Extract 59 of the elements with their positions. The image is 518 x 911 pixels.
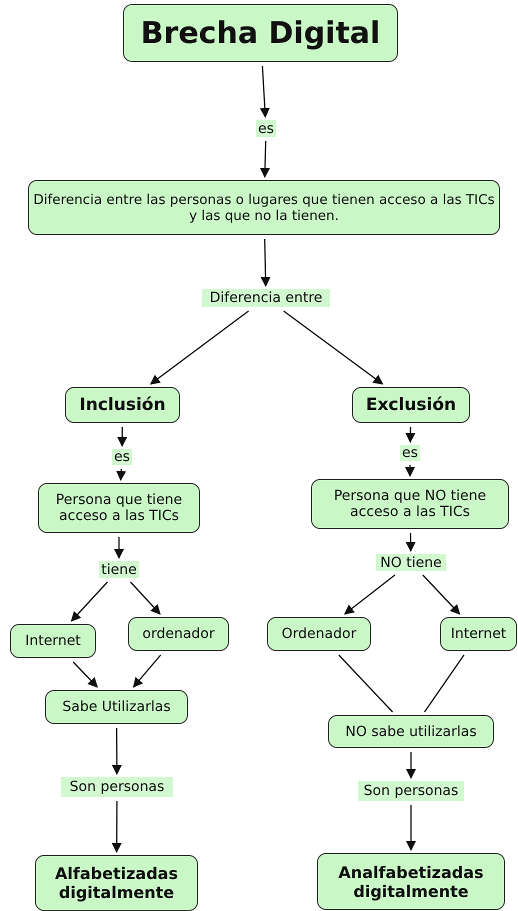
arrow bbox=[405, 465, 415, 477]
concept-text: Internet bbox=[450, 626, 506, 642]
linking-phrase: NO tiene bbox=[376, 554, 446, 571]
concept-text: Internet bbox=[25, 633, 81, 649]
concept-text: Ordenador bbox=[282, 626, 356, 642]
concept-box bbox=[38, 483, 200, 533]
connector-line bbox=[424, 654, 464, 712]
arrow bbox=[260, 140, 270, 178]
arrow bbox=[406, 752, 416, 779]
concept-box bbox=[317, 853, 505, 910]
arrow bbox=[260, 238, 271, 287]
concept-box bbox=[311, 479, 509, 529]
linking-phrase: es bbox=[112, 449, 132, 465]
arrow bbox=[130, 582, 161, 615]
arrow bbox=[117, 427, 128, 447]
arrow bbox=[150, 310, 249, 385]
linking-phrase: Diferencia entre bbox=[202, 289, 330, 307]
concept-box bbox=[267, 617, 371, 651]
concept-text: Analfabetizadas digitalmente bbox=[337, 862, 485, 900]
arrow bbox=[405, 426, 416, 443]
concept-box bbox=[35, 855, 198, 911]
concept-box bbox=[123, 4, 398, 62]
arrow bbox=[406, 532, 416, 552]
concept-text: Inclusión bbox=[79, 395, 166, 415]
arrow bbox=[260, 66, 270, 118]
concept-box bbox=[352, 387, 470, 423]
arrow bbox=[283, 310, 384, 385]
concept-text: Diferencia entre las personas o lugares que tienen acceso a las TICs y las que no la tienen. bbox=[33, 192, 495, 224]
concept-text: Persona que NO tiene acceso a las TICs bbox=[332, 488, 488, 520]
arrow bbox=[112, 801, 122, 853]
arrow bbox=[70, 582, 108, 622]
concept-box bbox=[45, 690, 188, 724]
arrow bbox=[132, 654, 162, 688]
concept-text: Alfabetizadas digitalmente bbox=[54, 864, 179, 902]
linking-phrase: tiene bbox=[99, 561, 139, 578]
arrow bbox=[112, 728, 122, 775]
arrow bbox=[72, 662, 98, 688]
concept-box bbox=[128, 617, 229, 651]
arrow bbox=[344, 574, 396, 615]
arrow bbox=[406, 805, 416, 851]
linking-phrase: es bbox=[400, 445, 420, 461]
connector-line bbox=[338, 654, 394, 712]
concept-box bbox=[10, 624, 96, 658]
arrow bbox=[116, 468, 126, 481]
concept-text: ordenador bbox=[142, 626, 215, 642]
concept-text: Sabe Utilizarlas bbox=[62, 699, 171, 715]
concept-text: Brecha Digital bbox=[140, 16, 380, 50]
concept-text: Persona que tiene acceso a las TICs bbox=[54, 492, 184, 524]
concept-box bbox=[328, 715, 494, 748]
linking-phrase: Son personas bbox=[61, 777, 173, 797]
arrow bbox=[114, 537, 124, 559]
concept-text: NO sabe utilizarlas bbox=[345, 724, 477, 740]
concept-text: Exclusión bbox=[366, 395, 456, 415]
concept-box bbox=[65, 387, 180, 423]
linking-phrase: es bbox=[256, 120, 276, 137]
concept-box bbox=[28, 180, 500, 235]
arrow bbox=[422, 574, 460, 615]
concept-box bbox=[440, 617, 517, 651]
linking-phrase: Son personas bbox=[358, 781, 464, 801]
